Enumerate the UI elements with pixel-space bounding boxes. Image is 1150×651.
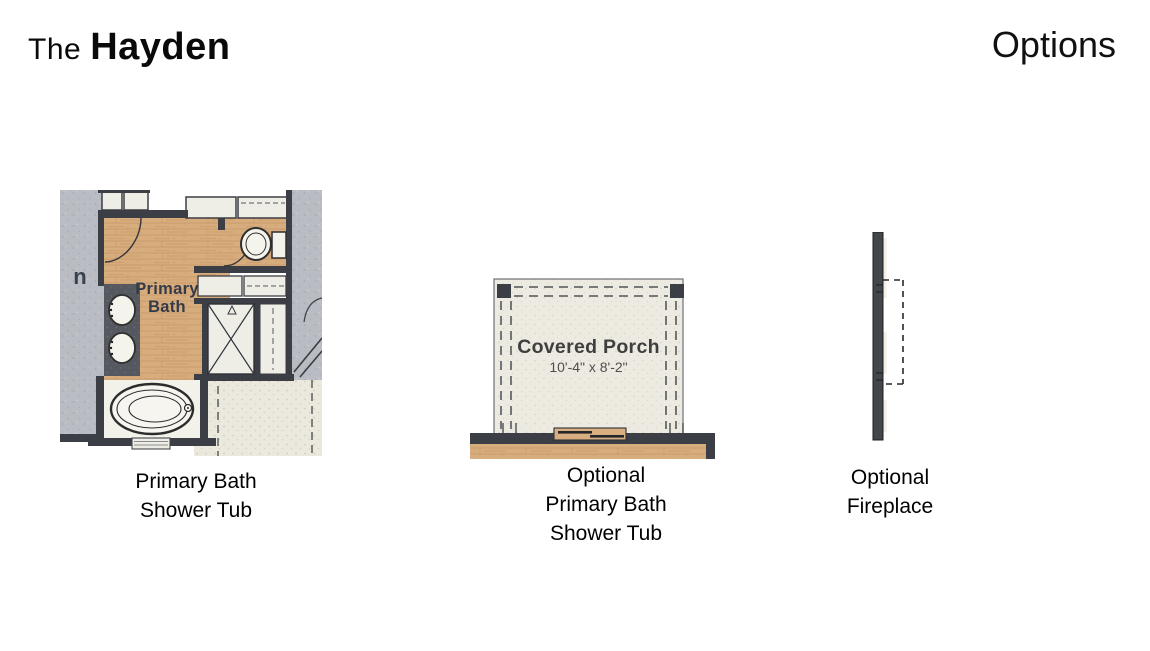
options-heading: Options [991,24,1116,65]
covered-porch-plan-drawing [470,278,715,459]
linen-niche [259,303,287,375]
bathtub [104,380,200,450]
primary-bath-caption: Primary Bath Shower Tub [135,470,257,522]
toilet [240,227,287,261]
fireplace-caption: Optional Fireplace [846,466,934,518]
title-prefix: The [28,33,82,66]
wall-tick-marks [876,284,883,381]
interior-wood-floor [470,444,706,459]
primary-bath-plan-drawing [60,190,322,456]
tub-step [131,437,171,450]
sliding-door [553,427,627,441]
adjacent-room-gray-areas [60,190,322,438]
fireplace-dashed-outline [883,279,904,385]
porch-posts [497,284,684,298]
floorplan-covered-porch: Covered Porch 10'-4" x 8'-2" [470,277,715,459]
shower [207,303,255,375]
floorplan-fireplace [868,232,908,442]
vanity-sinks [104,284,140,376]
wall-finish-smudges [883,238,887,432]
title-name: Hayden [90,26,231,68]
porch-slab-outline [493,278,684,436]
floorplan-primary-bath: n Primary Bath [60,190,322,456]
fireplace-plan-drawing [872,232,904,441]
covered-porch-caption: Optional Primary Bath Shower Tub [545,464,667,545]
post-support-lines [502,423,684,435]
fireplace-wall [872,232,884,441]
top-closets [101,190,289,219]
roofline-dashed [500,286,677,429]
